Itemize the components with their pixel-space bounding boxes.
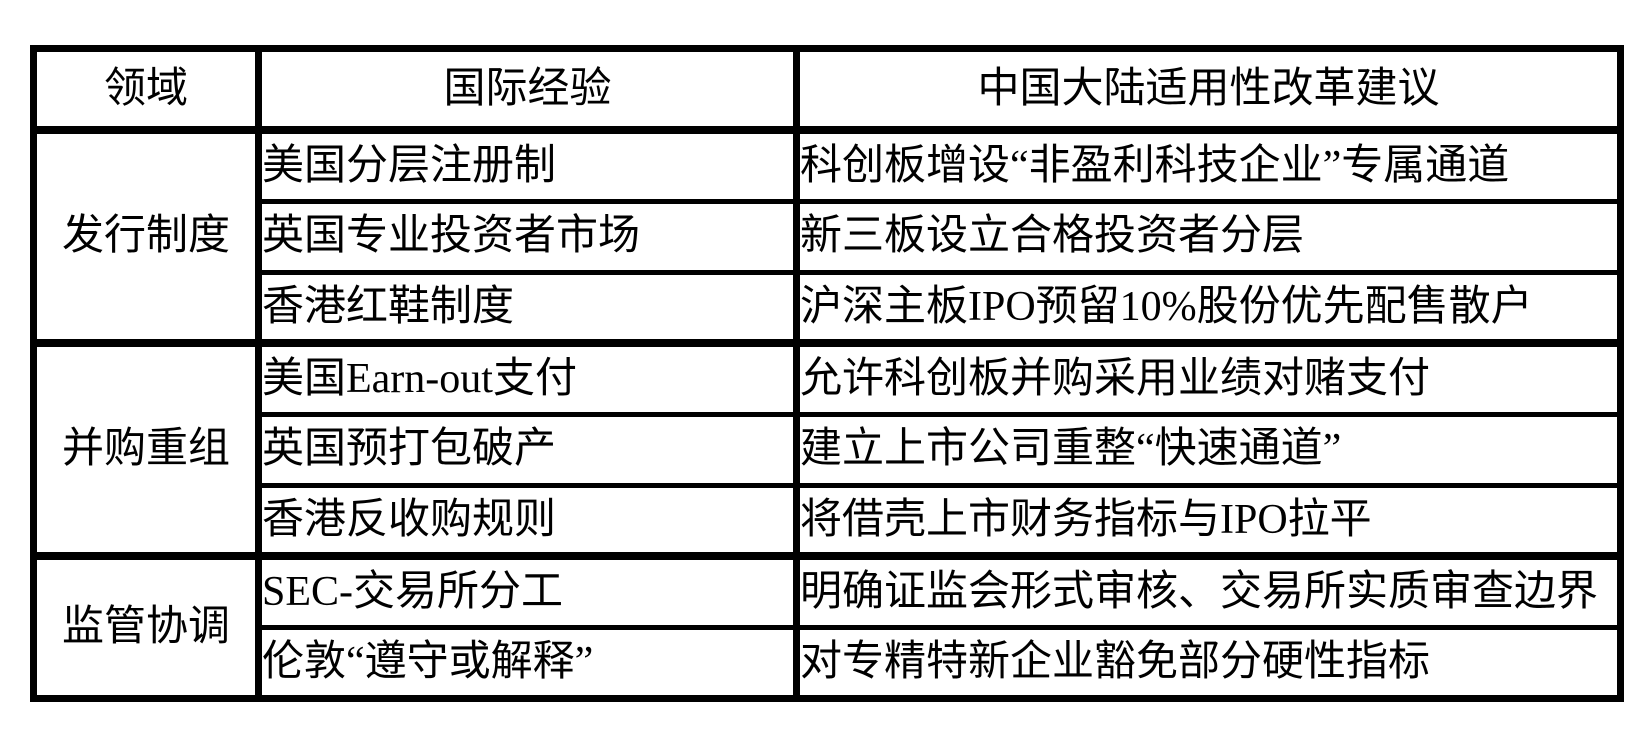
suggestion-cell: 将借壳上市财务指标与IPO拉平 (793, 482, 1624, 559)
header-domain: 领域 (30, 46, 262, 134)
reform-comparison-table: 领域 国际经验 中国大陆适用性改革建议 发行制度 美国分层注册制 科创板增设“非… (30, 45, 1624, 702)
suggestion-cell: 建立上市公司重整“快速通道” (793, 411, 1624, 488)
domain-cell-issuance: 发行制度 (30, 126, 262, 346)
suggestion-cell: 科创板增设“非盈利科技企业”专属通道 (793, 126, 1624, 204)
experience-cell: 伦敦“遵守或解释” (255, 624, 800, 701)
header-row: 领域 国际经验 中国大陆适用性改革建议 (30, 46, 1624, 134)
table-row: 英国专业投资者市场 新三板设立合格投资者分层 (34, 198, 1624, 275)
table-row: 香港反收购规则 将借壳上市财务指标与IPO拉平 (34, 482, 1624, 559)
suggestion-cell: 允许科创板并购采用业绩对赌支付 (793, 339, 1624, 417)
table-row: 伦敦“遵守或解释” 对专精特新企业豁免部分硬性指标 (34, 624, 1624, 701)
experience-cell: 美国分层注册制 (255, 126, 800, 204)
header-reform-suggestion: 中国大陆适用性改革建议 (793, 46, 1624, 134)
experience-cell: 香港反收购规则 (255, 482, 800, 559)
table-row: 英国预打包破产 建立上市公司重整“快速通道” (34, 411, 1624, 488)
table-row: 监管协调 SEC-交易所分工 明确证监会形式审核、交易所实质审查边界 (30, 552, 1624, 701)
experience-cell: 美国Earn-out支付 (255, 339, 800, 417)
table-row: 发行制度 美国分层注册制 科创板增设“非盈利科技企业”专属通道 (30, 126, 1624, 346)
suggestion-cell: 沪深主板IPO预留10%股份优先配售散户 (793, 269, 1624, 346)
experience-cell: 英国预打包破产 (255, 411, 800, 488)
table-row: 并购重组 美国Earn-out支付 允许科创板并购采用业绩对赌支付 (30, 339, 1624, 559)
suggestion-cell: 明确证监会形式审核、交易所实质审查边界 (793, 552, 1624, 630)
experience-cell: 香港红鞋制度 (255, 269, 800, 346)
experience-cell: SEC-交易所分工 (255, 552, 800, 630)
domain-cell-ma: 并购重组 (30, 339, 262, 559)
experience-cell: 英国专业投资者市场 (255, 198, 800, 275)
table-row: 香港红鞋制度 沪深主板IPO预留10%股份优先配售散户 (34, 269, 1624, 346)
suggestion-cell: 新三板设立合格投资者分层 (793, 198, 1624, 275)
header-international-experience: 国际经验 (255, 46, 800, 134)
domain-cell-regulation: 监管协调 (30, 552, 262, 701)
suggestion-cell: 对专精特新企业豁免部分硬性指标 (793, 624, 1624, 701)
